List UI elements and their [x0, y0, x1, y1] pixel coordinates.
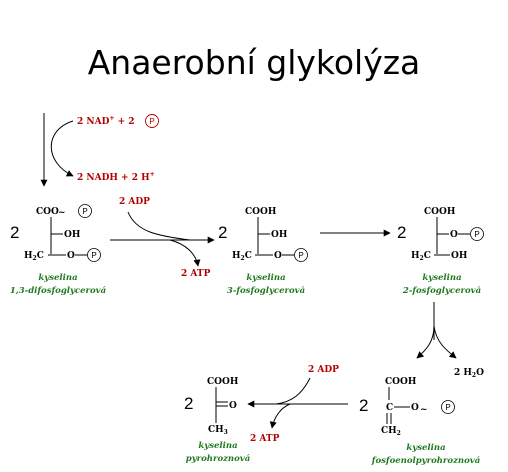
- phosphate-label: P: [82, 207, 87, 216]
- carbon-atom: C: [386, 403, 393, 413]
- molecule-name: kyselina: [38, 273, 77, 283]
- phosphate-label: P: [91, 251, 96, 260]
- coefficient: 2: [10, 223, 19, 242]
- step2-curve-out: [169, 239, 201, 267]
- carboxyl-group: COOH: [245, 207, 277, 217]
- molecule-1-3-bisphosphoglycerate: 2 COO ~ P OH H2C O P kyselina 1,3-difosf…: [10, 204, 106, 296]
- phosphate-label: P: [298, 251, 303, 260]
- oxygen-atom: O: [229, 401, 237, 411]
- phosphate-label: P: [445, 403, 450, 412]
- methyl-group: CH3: [208, 425, 228, 436]
- step5-curve-out: [269, 403, 291, 429]
- molecule-3-phosphoglycerate: 2 COOH OH H2C O P kyselina 3-fosfoglycer…: [218, 207, 308, 296]
- phosphate-label: P: [149, 117, 154, 126]
- page-title: Anaerobní glykolýza: [88, 43, 421, 82]
- methylene-group: CH2: [381, 426, 401, 437]
- carboxyl-group: COOH: [207, 377, 239, 387]
- adp-label: 2 ADP: [119, 197, 150, 207]
- hydroxyl-group: OH: [271, 230, 288, 240]
- coefficient: 2: [218, 223, 227, 242]
- step5-curve-in: [275, 377, 311, 405]
- step4-dehydration: 2 H2O: [416, 302, 484, 379]
- oxygen-atom: O: [67, 251, 75, 261]
- phosphate-icon: [441, 400, 455, 414]
- molecule-2-phosphoglycerate: 2 COOH O P H2C OH kyselina 2-fosfoglycer…: [397, 207, 484, 296]
- molecule-name: fosfoenolpyrohroznová: [371, 455, 480, 466]
- atp-label: 2 ATP: [181, 269, 211, 279]
- high-energy-bond: ~: [58, 208, 66, 218]
- nad-label: 2 NAD+ + 2: [77, 115, 135, 127]
- step5-atp-formation: 2 ADP 2 ATP: [247, 365, 348, 444]
- phosphate-icon: [470, 227, 484, 241]
- oxygen-atom: O: [450, 230, 458, 240]
- coefficient: 2: [184, 394, 193, 413]
- carboxyl-group: COOH: [385, 377, 417, 387]
- molecule-pyruvate: 2 COOH O CH3 kyselina pyrohroznová: [184, 377, 250, 464]
- step4-arrow-down: [416, 325, 435, 359]
- methylene-group: H2C: [232, 251, 252, 262]
- step1-curved-arrow: [50, 120, 74, 177]
- molecule-name: kyselina: [406, 443, 445, 453]
- step1-cofactors: 2 NAD+ + 2 P 2 NADH + 2 H+: [40, 113, 159, 187]
- oxygen-atom: O: [411, 403, 419, 413]
- hydroxyl-group: OH: [64, 230, 81, 240]
- molecule-name: kyselina: [246, 273, 285, 283]
- hydroxyl-group: OH: [451, 251, 468, 261]
- step2-atp-formation: 2 ADP 2 ATP: [110, 197, 215, 279]
- molecule-name: 2-fosfoglycerová: [402, 285, 481, 296]
- atp-label: 2 ATP: [250, 434, 280, 444]
- methylene-group: H2C: [24, 251, 44, 262]
- step4-arrow-water: [433, 325, 457, 359]
- step2-curve-in: [127, 211, 191, 241]
- molecule-name: 1,3-difosfoglycerová: [10, 285, 106, 296]
- oxygen-atom: O: [274, 251, 282, 261]
- phosphate-icon: [78, 204, 92, 218]
- molecule-phosphoenolpyruvate: 2 COOH C O ~ P CH2 kyselina fosfoenolpyr…: [359, 377, 480, 466]
- phosphate-label: P: [474, 230, 479, 239]
- molecule-name: kyselina: [198, 441, 237, 451]
- adp-label: 2 ADP: [308, 365, 339, 375]
- water-label: 2 H2O: [454, 368, 484, 379]
- phosphate-icon: [87, 248, 101, 262]
- coefficient: 2: [397, 223, 406, 242]
- carboxyl-group: COOH: [424, 207, 456, 217]
- methylene-group: H2C: [411, 251, 431, 262]
- coefficient: 2: [359, 396, 368, 415]
- phosphate-icon: [145, 114, 159, 128]
- molecule-name: kyselina: [422, 273, 461, 283]
- nadh-label: 2 NADH + 2 H+: [77, 171, 155, 183]
- carboxyl-group: COO: [36, 207, 59, 217]
- high-energy-bond: ~: [420, 405, 428, 415]
- molecule-name: 3-fosfoglycerová: [227, 285, 305, 296]
- phosphate-icon: [294, 248, 308, 262]
- molecule-name: pyrohroznová: [186, 453, 250, 464]
